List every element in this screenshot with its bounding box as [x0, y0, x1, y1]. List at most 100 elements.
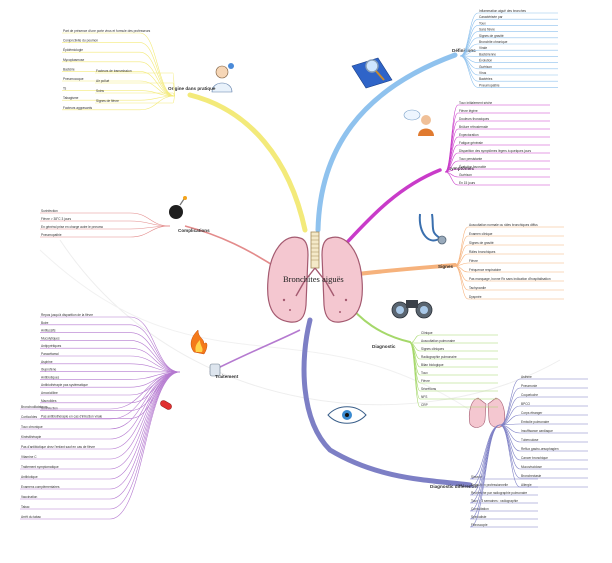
leaf-label: Bactérie: [63, 67, 75, 71]
leaf-label: Caractérisée par: [479, 15, 504, 19]
branch-label-diagnosis: Diagnostic: [372, 344, 396, 349]
faint-connector: [39, 249, 471, 411]
branch-line-top-right: [315, 52, 458, 233]
leaf-connector: [499, 396, 588, 426]
leaf-label: Facteurs de transmission: [96, 69, 132, 73]
leaf-label: Consultation: [471, 507, 489, 511]
leaf-label: Antibiotiques: [41, 375, 60, 379]
leaf-connector: [459, 37, 558, 57]
branch-label-complications: Complications: [178, 228, 210, 233]
leaf-label: Pas antibiothérapie en cas d'infection v…: [41, 414, 102, 418]
leaf-label: Bronchectasie: [521, 474, 541, 478]
leaf-label: Pas d'antibiotique chez l'enfant sauf en…: [21, 445, 95, 449]
leaf-label: Asthme: [521, 375, 532, 379]
leaf-label: Signes de fièvre: [96, 99, 119, 103]
leaf-label: Ts: [63, 87, 67, 91]
leaf-label: Antitussifs: [41, 329, 56, 333]
leaf-label: Guérison: [479, 65, 492, 69]
leaf-label: Arrêt du tabac: [21, 515, 41, 519]
binoculars-icon: [391, 300, 433, 319]
leaves-top-right: Inflammation aiguë des bronchesCaractéri…: [459, 9, 558, 88]
branch-label-top-right: Définitions: [452, 48, 476, 53]
leaf-connector: [20, 371, 181, 480]
leaf-label: Inflammation aiguë des bronches: [479, 9, 526, 13]
leaf-label: Fatigue générale: [459, 141, 483, 145]
leaf-connector: [454, 262, 564, 267]
leaf-label: Cancer bronchique: [521, 456, 548, 460]
faint-connector: [59, 239, 561, 406]
leaf-label: Surinfection: [41, 209, 58, 213]
leaf-label: Bilan biologique: [421, 363, 444, 367]
leaf-connector: [20, 371, 181, 510]
leaf-label: BPCO: [521, 402, 531, 406]
branch-line-symptoms: [333, 168, 442, 257]
leaf-label: Bactérienne: [479, 52, 496, 56]
leaf-connector: [40, 316, 181, 373]
leaf-label: Mycoplasmose: [63, 58, 84, 62]
leaf-label: Fibroscopie: [471, 523, 488, 527]
leaf-connector: [499, 423, 588, 426]
leaf-label: En général prise en charge autre le pneu…: [41, 225, 103, 229]
leaf-label: Aspirine: [41, 360, 53, 364]
leaf-connector: [62, 32, 176, 97]
leaf-connector: [459, 25, 558, 57]
leaf-connector: [40, 340, 181, 373]
leaf-label: Virale: [479, 46, 487, 50]
leaf-label: Pneumocoque: [63, 77, 84, 81]
doctor-icon: [211, 63, 234, 93]
leaf-label: Coqueluche: [521, 393, 538, 397]
branch-line-differential: [301, 317, 473, 488]
leaf-connector: [62, 42, 176, 97]
leaf-label: Pas marquage, bonne Rx sans indication d…: [469, 277, 551, 281]
leaf-label: Tuberculose: [521, 438, 539, 442]
leaf-label: Surinfection: [41, 407, 58, 411]
leaf-connector: [95, 95, 176, 104]
leaf-label: Amoxicilline: [41, 391, 58, 395]
leaf-label: Râles bronchiques: [469, 250, 496, 254]
leaf-connector: [459, 55, 558, 88]
leaf-label: Disparition des symptômes lègers à quelq…: [459, 149, 532, 153]
leaf-label: Reflux gastro-œsophagien: [521, 447, 559, 451]
leaf-label: Signes de gravité: [469, 241, 494, 245]
leaf-label: Spécialiste: [471, 515, 487, 519]
bomb-icon: [169, 196, 187, 219]
leaf-label: Mucolytiques: [41, 336, 60, 340]
leaves-signs: Auscultation normale ou râles bronchique…: [454, 223, 564, 300]
leaf-label: Bronchodilatateurs: [21, 405, 48, 409]
leaf-label: Toux chronique: [21, 425, 43, 429]
leaf-label: Kinésithérapie: [21, 435, 41, 439]
small-lungs-icon: [468, 397, 506, 428]
leaf-label: Clinique: [421, 331, 433, 335]
leaf-label: Soins: [96, 89, 104, 93]
leaf-label: Évolution favorable: [459, 164, 486, 169]
stethoscope-icon: [418, 213, 447, 245]
leaf-label: Pneumonie: [521, 384, 537, 388]
leaf-connector: [20, 371, 181, 520]
magnifier-book-icon: [351, 57, 393, 89]
leaf-connector: [459, 12, 558, 57]
leaf-label: CRP: [421, 403, 428, 407]
leaf-label: Pneumopathie: [41, 233, 62, 237]
leaf-label: Fièvre: [469, 259, 478, 263]
leaf-label: Examen clinique: [469, 232, 493, 236]
leaf-label: Boire: [41, 321, 49, 325]
leaf-connector: [444, 171, 550, 186]
eye-icon: [327, 406, 367, 424]
leaf-connector: [409, 342, 498, 400]
leaf-label: Fièvre > 38°C 3 jours: [41, 217, 71, 221]
leaf-connector: [459, 18, 558, 57]
leaf-label: Fréquence respiratoire: [469, 268, 501, 272]
leaf-connector: [409, 342, 498, 408]
branch-label-top-left: Origine dans pratique: [168, 86, 216, 91]
leaf-connector: [454, 265, 564, 300]
leaf-connector: [40, 371, 181, 380]
leaf-label: Pneumopathie: [479, 83, 500, 87]
leaf-label: Toux: [421, 371, 428, 375]
leaf-connector: [499, 387, 588, 426]
leaf-label: Paracétamol: [41, 352, 59, 356]
leaf-label: Sans fièvre: [479, 28, 495, 32]
leaf-label: Signes cliniques: [421, 347, 444, 351]
leaf-label: Douleurs thoraciques: [459, 117, 490, 121]
